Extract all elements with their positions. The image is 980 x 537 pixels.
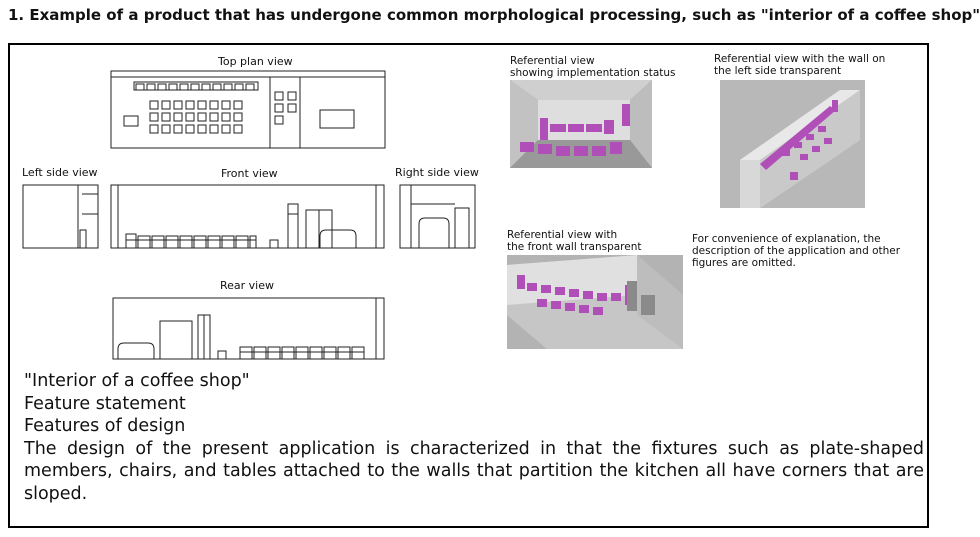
ref-implementation-caption: Referential view showing implementation … <box>510 55 676 79</box>
ref-left-wall-render <box>720 80 865 208</box>
ref-implementation-render <box>510 80 652 168</box>
ref-front-wall-caption: Referential view with the front wall tra… <box>507 229 642 253</box>
ref-implementation-caption-line2: showing implementation status <box>510 67 676 79</box>
design-statement: "Interior of a coffee shop" Feature stat… <box>24 370 924 505</box>
left-side-view-drawing <box>22 184 99 249</box>
ref-left-wall-caption-line1: Referential view with the wall on <box>714 53 886 65</box>
ref-front-wall-render <box>507 255 683 349</box>
ref-front-wall-caption-line2: the front wall transparent <box>507 241 642 253</box>
right-side-view-label: Right side view <box>395 166 479 179</box>
top-plan-view-drawing <box>110 70 386 149</box>
rear-view-label: Rear view <box>220 279 275 292</box>
document-heading: 1. Example of a product that has undergo… <box>8 6 980 24</box>
feature-statement-heading: Feature statement <box>24 393 186 414</box>
rear-view-drawing <box>112 297 385 360</box>
design-description: The design of the present application is… <box>24 438 924 504</box>
top-plan-view-label: Top plan view <box>218 55 293 68</box>
left-side-view-label: Left side view <box>22 166 98 179</box>
omission-note-line3: figures are omitted. <box>692 257 796 269</box>
statement-title: "Interior of a coffee shop" <box>24 371 250 391</box>
omission-note-line1: For convenience of explanation, the <box>692 233 881 245</box>
ref-front-wall-caption-line1: Referential view with <box>507 229 618 241</box>
ref-left-wall-caption: Referential view with the wall on the le… <box>714 53 885 77</box>
omission-note: For convenience of explanation, the desc… <box>692 233 900 269</box>
right-side-view-drawing <box>399 184 476 249</box>
front-view-drawing <box>110 184 385 249</box>
ref-left-wall-caption-line2: the left side transparent <box>714 65 842 77</box>
ref-implementation-caption-line1: Referential view <box>510 55 595 67</box>
omission-note-line2: description of the application and other <box>692 245 901 257</box>
exhibit-frame <box>8 43 929 528</box>
front-view-label: Front view <box>221 167 278 180</box>
features-of-design-heading: Features of design <box>24 416 186 436</box>
